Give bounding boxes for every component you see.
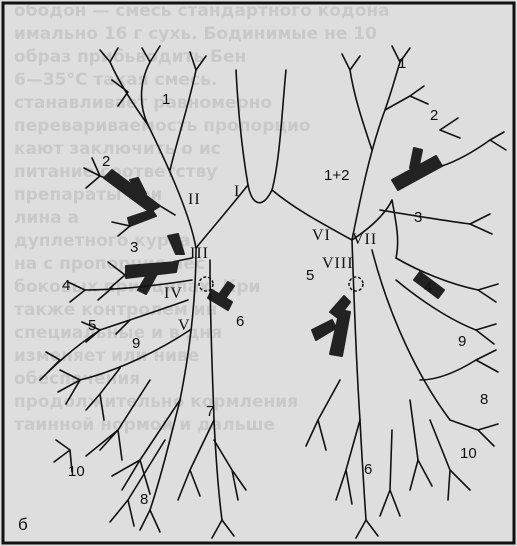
bronchus-label: IV xyxy=(164,285,183,302)
trachea xyxy=(196,70,352,248)
figure-letter: б xyxy=(18,515,28,534)
figure-border xyxy=(3,3,514,543)
bronchus-label: VI xyxy=(312,227,331,244)
bronchus-label: I xyxy=(234,183,240,200)
bronchus-label: V xyxy=(178,317,191,334)
segment-label: 3 xyxy=(130,239,138,256)
segment-label: 6 xyxy=(236,313,244,330)
segment-label: 5 xyxy=(306,267,314,284)
segment-label: 9 xyxy=(132,335,140,352)
bronchus-label: VIII xyxy=(322,255,354,272)
segment-label: 1+2 xyxy=(324,167,349,184)
segment-label: 4 xyxy=(424,279,432,296)
segment-label: 6 xyxy=(364,461,372,478)
segment-label: 1 xyxy=(162,91,170,108)
segment-label: 7 xyxy=(206,403,214,420)
segment-label: 3 xyxy=(414,209,422,226)
bronchus-label: II xyxy=(188,191,201,208)
right-bronchus-labels: VI VII VIII xyxy=(312,227,377,272)
left-bronchus-labels: I II III IV V xyxy=(164,183,240,334)
segment-label: 2 xyxy=(430,107,438,124)
segment-label: 9 xyxy=(458,333,466,350)
segment-label: 4 xyxy=(62,277,70,294)
right-bronchial-tree xyxy=(306,46,506,538)
bronchus-label: VII xyxy=(352,231,377,248)
segment-label: 8 xyxy=(480,391,488,408)
segment-label: 5 xyxy=(88,317,96,334)
segment-label: 10 xyxy=(68,463,85,480)
segment-label: 8 xyxy=(140,491,148,508)
segment-label: 10 xyxy=(460,445,477,462)
segment-label: 1 xyxy=(398,55,406,72)
segment-label: 2 xyxy=(102,153,110,170)
bronchus-label: III xyxy=(190,245,209,262)
